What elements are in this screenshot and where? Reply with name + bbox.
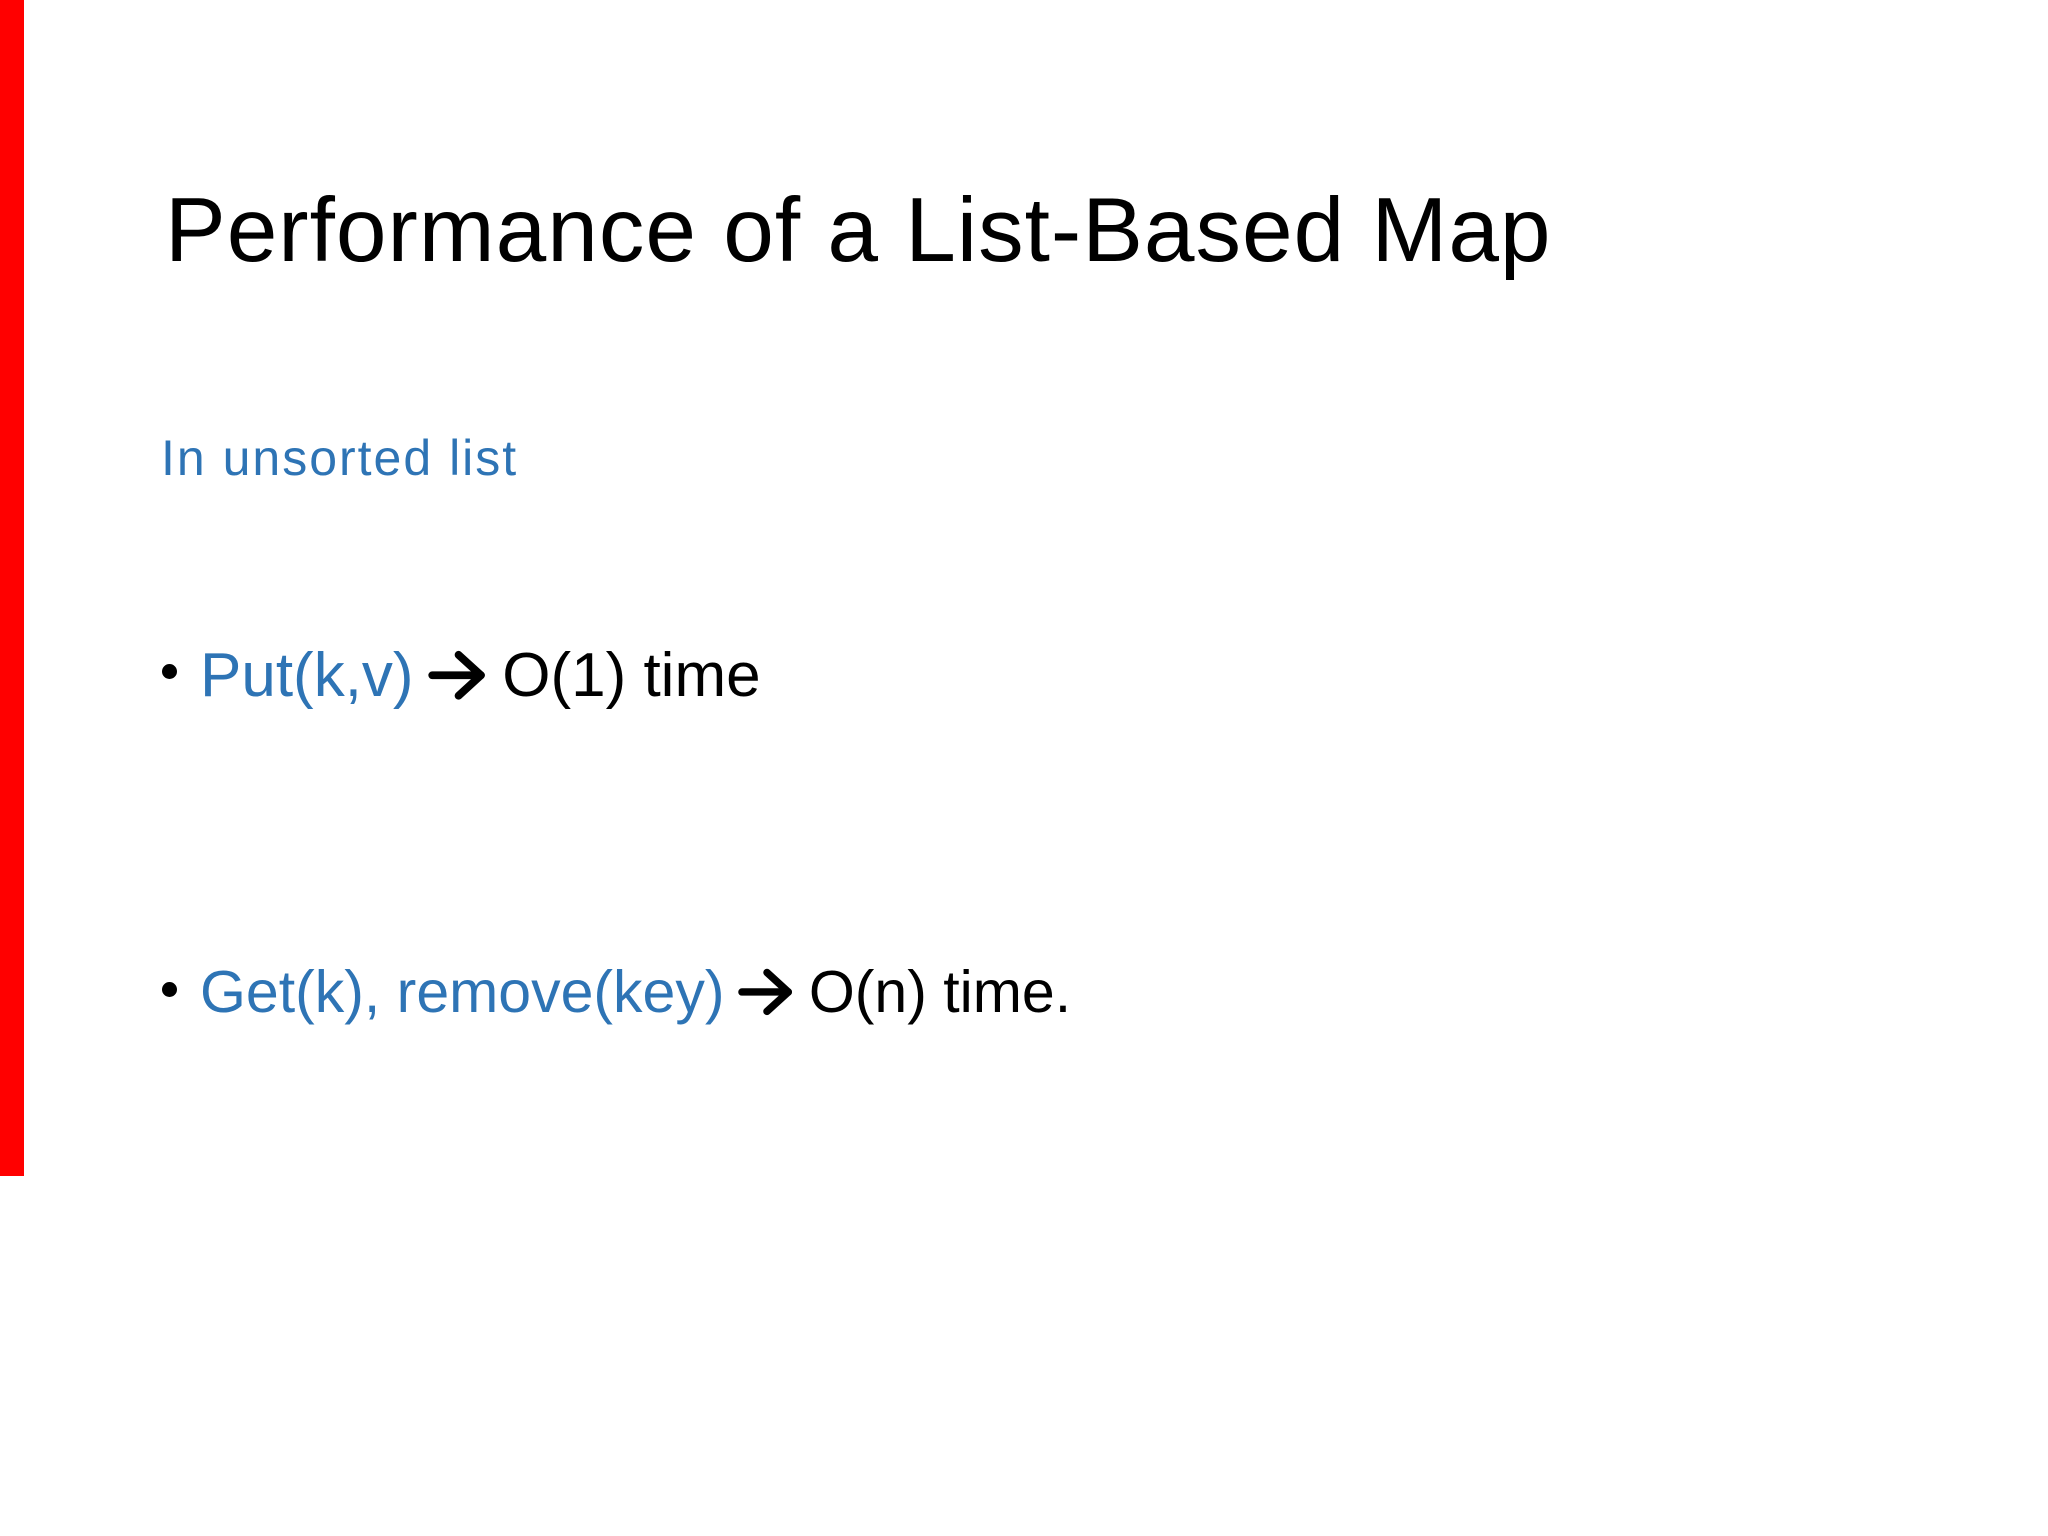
slide-subtitle: In unsorted list (161, 430, 519, 486)
slide-title: Performance of a List-Based Map (165, 180, 1552, 281)
bullet-operation-text: Put(k,v) (200, 641, 414, 710)
bullet-complexity-text: O(1) time (502, 641, 761, 710)
bullet-item: Get(k), remove(key)O(n) time. (200, 963, 1071, 1022)
red-accent-bar (0, 0, 24, 1176)
right-arrow-icon (428, 650, 485, 700)
bullet-operation-text: Get(k), remove(key) (200, 959, 725, 1025)
right-arrow-icon (738, 968, 793, 1016)
bullet-dot (162, 664, 177, 679)
bullet-dot (162, 982, 177, 997)
bullet-item: Put(k,v)O(1) time (200, 645, 761, 707)
bullet-complexity-text: O(n) time. (808, 959, 1072, 1025)
